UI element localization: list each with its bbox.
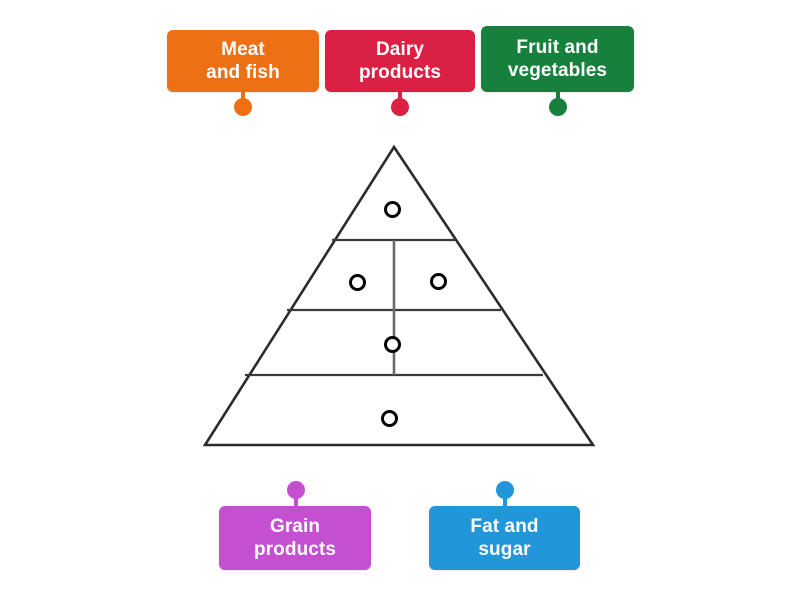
drop-target-tier2-left[interactable] <box>349 274 366 291</box>
label-text-grain-products: Grain products <box>253 516 337 560</box>
label-card-fat-and-sugar[interactable]: Fat and sugar <box>429 506 580 570</box>
drop-target-top[interactable] <box>384 201 401 218</box>
pin-meat-and-fish <box>234 86 252 116</box>
pin-knob-fat-and-sugar <box>496 481 514 499</box>
pin-dairy-products <box>391 86 409 116</box>
drop-target-tier4[interactable] <box>381 410 398 427</box>
food-pyramid-diagram <box>195 138 605 458</box>
pin-knob-meat-and-fish <box>234 98 252 116</box>
label-card-meat-and-fish[interactable]: Meat and fish <box>167 30 319 92</box>
label-text-dairy-products: Dairy products <box>358 39 442 83</box>
label-text-fruit-and-vegetables: Fruit and vegetables <box>507 37 608 81</box>
pin-fat-and-sugar <box>496 481 514 511</box>
label-card-grain-products[interactable]: Grain products <box>219 506 371 570</box>
label-card-fruit-and-vegetables[interactable]: Fruit and vegetables <box>481 26 634 92</box>
pin-stem-fat-and-sugar <box>503 491 507 507</box>
drop-target-tier2-right[interactable] <box>430 273 447 290</box>
pin-fruit-and-vegetables <box>549 86 567 116</box>
pin-grain-products <box>287 481 305 511</box>
pin-knob-dairy-products <box>391 98 409 116</box>
label-text-meat-and-fish: Meat and fish <box>206 39 280 83</box>
pin-stem-dairy-products <box>398 86 402 102</box>
pin-stem-grain-products <box>294 491 298 507</box>
pyramid-outline <box>202 144 596 447</box>
pyramid-svg <box>202 144 596 447</box>
pin-knob-grain-products <box>287 481 305 499</box>
pin-stem-fruit-and-vegetables <box>556 86 560 102</box>
pin-knob-fruit-and-vegetables <box>549 98 567 116</box>
label-text-fat-and-sugar: Fat and sugar <box>470 516 539 560</box>
pin-stem-meat-and-fish <box>241 86 245 102</box>
drop-target-tier3[interactable] <box>384 336 401 353</box>
label-card-dairy-products[interactable]: Dairy products <box>325 30 475 92</box>
